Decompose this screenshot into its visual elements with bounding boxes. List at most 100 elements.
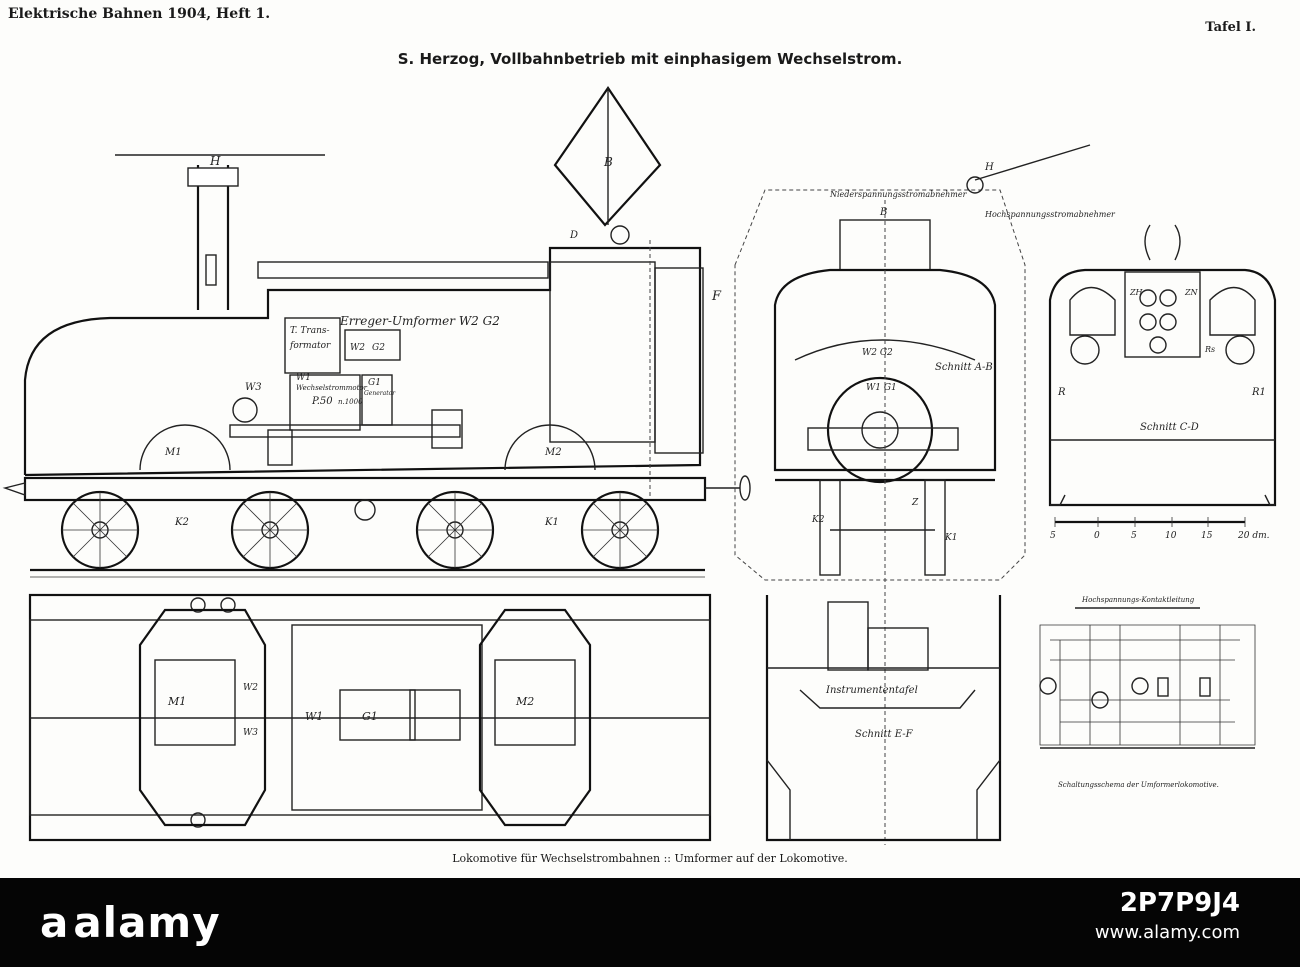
label-generator: Generator bbox=[364, 390, 396, 397]
plan-view: M1 W2 W3 W1 G1 M2 bbox=[28, 593, 712, 842]
site-url[interactable]: www.alamy.com bbox=[1094, 922, 1240, 943]
cab-front bbox=[1048, 268, 1277, 507]
ac-motor bbox=[289, 374, 361, 431]
label-h: H bbox=[209, 154, 221, 168]
label-b: B bbox=[603, 155, 613, 169]
gauge-3 bbox=[1139, 313, 1157, 331]
label-ab-k1: K1 bbox=[944, 533, 957, 543]
section-e-f: Instrumententafel Schnitt E-F bbox=[765, 595, 1002, 842]
label-exciter: Erreger-Umformer W2 G2 bbox=[339, 314, 500, 328]
bow-collector bbox=[553, 86, 662, 227]
section-ef-outline bbox=[765, 595, 1002, 842]
image-code: 2P7P9J4 bbox=[1119, 888, 1240, 918]
label-w1g1: W1 G1 bbox=[866, 383, 897, 393]
label-transformer-1: T. Trans- bbox=[290, 326, 330, 336]
label-w2g2: W2 G2 bbox=[862, 348, 893, 358]
label-f: F bbox=[711, 289, 722, 304]
machine-frame bbox=[229, 424, 461, 438]
label-k1: K1 bbox=[544, 517, 559, 528]
plate-number: Tafel I. bbox=[1205, 20, 1256, 35]
label-m1: M1 bbox=[164, 447, 182, 458]
roof-arch bbox=[794, 339, 976, 361]
section-a-b: Niederspannungsstromabnehmer Hochspannun… bbox=[734, 144, 1116, 845]
insulator bbox=[205, 254, 217, 286]
handwheel-right bbox=[1225, 335, 1255, 365]
brand-text: alamy bbox=[73, 898, 221, 947]
buffer-left bbox=[2, 482, 26, 496]
frame-support-right bbox=[431, 409, 463, 449]
scale-bar: 5 0 5 10 15 20 dm. bbox=[1050, 517, 1270, 541]
handwheel-left bbox=[1070, 335, 1100, 365]
locomotive-body bbox=[23, 246, 702, 477]
label-w1: W1 bbox=[296, 373, 311, 383]
label-d: D bbox=[569, 230, 578, 241]
plan-label-m2: M2 bbox=[515, 695, 534, 708]
section-c-d: ZH ZN Rs R R1 Schnitt C-D bbox=[1048, 224, 1277, 507]
collector-head bbox=[966, 176, 984, 194]
label-rs: Rs bbox=[1204, 345, 1215, 354]
locomotive-drawing: H B D F T. Trans- formator Erreger-Umfor… bbox=[2, 86, 1277, 845]
scale-label: 15 bbox=[1201, 531, 1213, 541]
schematic-wires bbox=[1059, 625, 1221, 745]
instrument-cabinet bbox=[827, 601, 869, 671]
plan-label-w2: W2 bbox=[243, 683, 258, 693]
plan-mast-1 bbox=[190, 597, 206, 613]
scale-label: 0 bbox=[1094, 531, 1100, 541]
cabinet-side bbox=[867, 627, 929, 671]
label-r: R bbox=[1057, 387, 1066, 398]
motor-m1-plan bbox=[154, 659, 236, 746]
buffer-right bbox=[739, 475, 751, 501]
side-elevation: H B D F T. Trans- formator Erreger-Umfor… bbox=[2, 86, 751, 578]
wheel-right-section bbox=[924, 479, 946, 576]
frame-support-left bbox=[267, 429, 293, 466]
label-m2: M2 bbox=[544, 447, 562, 458]
instrument-board bbox=[1124, 271, 1201, 358]
label-schnitt-cd: Schnitt C-D bbox=[1140, 422, 1199, 433]
label-p50: P.50 bbox=[311, 396, 333, 407]
schematic-machine-3 bbox=[1131, 677, 1149, 695]
label-zn: ZN bbox=[1184, 288, 1199, 297]
panel-shelf bbox=[799, 689, 976, 709]
scale-label: 10 bbox=[1165, 531, 1177, 541]
circuit-schematic: Hochspannungs-Kontaktleitung Schaltungss… bbox=[1039, 596, 1256, 789]
journal-reference: Elektrische Bahnen 1904, Heft 1. bbox=[8, 6, 271, 22]
bogie-frame-m1 bbox=[138, 608, 267, 827]
collector-arm bbox=[974, 144, 1091, 181]
motor-section bbox=[826, 376, 934, 484]
bow-pivot bbox=[610, 225, 630, 245]
figure-caption: Lokomotive für Wechselstrombahnen :: Umf… bbox=[452, 852, 848, 865]
schematic-machine-1 bbox=[1039, 677, 1057, 695]
label-schnitt-ef: Schnitt E-F bbox=[855, 729, 914, 740]
axle-box bbox=[354, 499, 376, 521]
wheelset: K2 K1 bbox=[60, 490, 660, 570]
generator-plan bbox=[339, 689, 416, 741]
scale-label: 5 bbox=[1050, 531, 1056, 541]
schematic-switch-1 bbox=[1157, 677, 1169, 697]
plan-label-m1: M1 bbox=[167, 695, 186, 708]
plan-label-g1: G1 bbox=[362, 710, 378, 723]
collector-horns bbox=[1144, 224, 1181, 261]
plan-mast-3 bbox=[190, 812, 206, 828]
drawing-plate: Elektrische Bahnen 1904, Heft 1. Tafel I… bbox=[2, 6, 1277, 865]
wheel-left-section bbox=[819, 479, 841, 576]
plate-title: S. Herzog, Vollbahnbetrieb mit einphasig… bbox=[397, 50, 903, 68]
label-g1: G1 bbox=[368, 378, 381, 388]
plan-label-w1: W1 bbox=[305, 710, 323, 723]
label-feeder: Hochspannungs-Kontaktleitung bbox=[1081, 596, 1195, 604]
label-ab-z: Z bbox=[911, 498, 919, 508]
window-right bbox=[1209, 286, 1256, 336]
gauge-4 bbox=[1159, 313, 1177, 331]
cab-end bbox=[654, 267, 704, 454]
label-instrumententafel: Instrumententafel bbox=[825, 685, 918, 696]
label-rpm: n.1000 bbox=[338, 398, 363, 406]
label-ab-b: B bbox=[879, 207, 887, 218]
schematic-switch-2 bbox=[1199, 677, 1211, 697]
label-k2: K2 bbox=[174, 517, 189, 528]
stock-watermark-band: aalamy 2P7P9J4 www.alamy.com bbox=[0, 878, 1300, 967]
plan-mast-2 bbox=[220, 597, 236, 613]
label-r1: R1 bbox=[1251, 387, 1266, 398]
bogie-frame-m2 bbox=[478, 608, 592, 827]
section-ef-walls bbox=[766, 759, 1001, 840]
cab-feet bbox=[1050, 494, 1275, 506]
loading-gauge bbox=[734, 189, 1026, 581]
